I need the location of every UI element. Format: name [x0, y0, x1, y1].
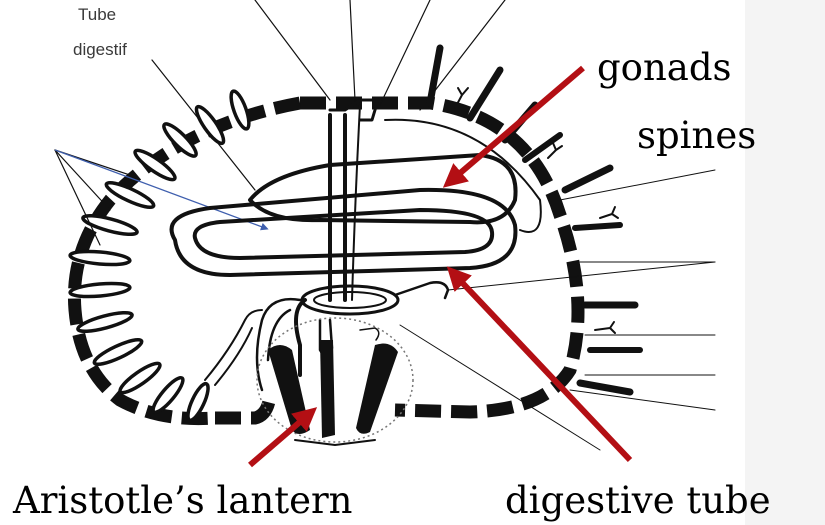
- arrow-to-gonads: [452, 68, 583, 180]
- pedicellariae: [455, 88, 618, 333]
- label-gonads: gonads: [597, 46, 732, 89]
- central-canals: [296, 100, 378, 375]
- label-tube-line-2: digestif: [73, 40, 127, 59]
- label-pointer-lines: [55, 0, 505, 245]
- label-digestive-tube: digestive tube: [505, 479, 771, 522]
- label-tube-line-1: Tube: [78, 5, 116, 24]
- background-shade: [745, 0, 825, 525]
- label-spines: spines: [637, 114, 756, 157]
- gonads: [250, 120, 541, 232]
- label-aristotles-lantern: Aristotle’s lantern: [12, 479, 353, 522]
- aristotles-lantern: [257, 318, 413, 445]
